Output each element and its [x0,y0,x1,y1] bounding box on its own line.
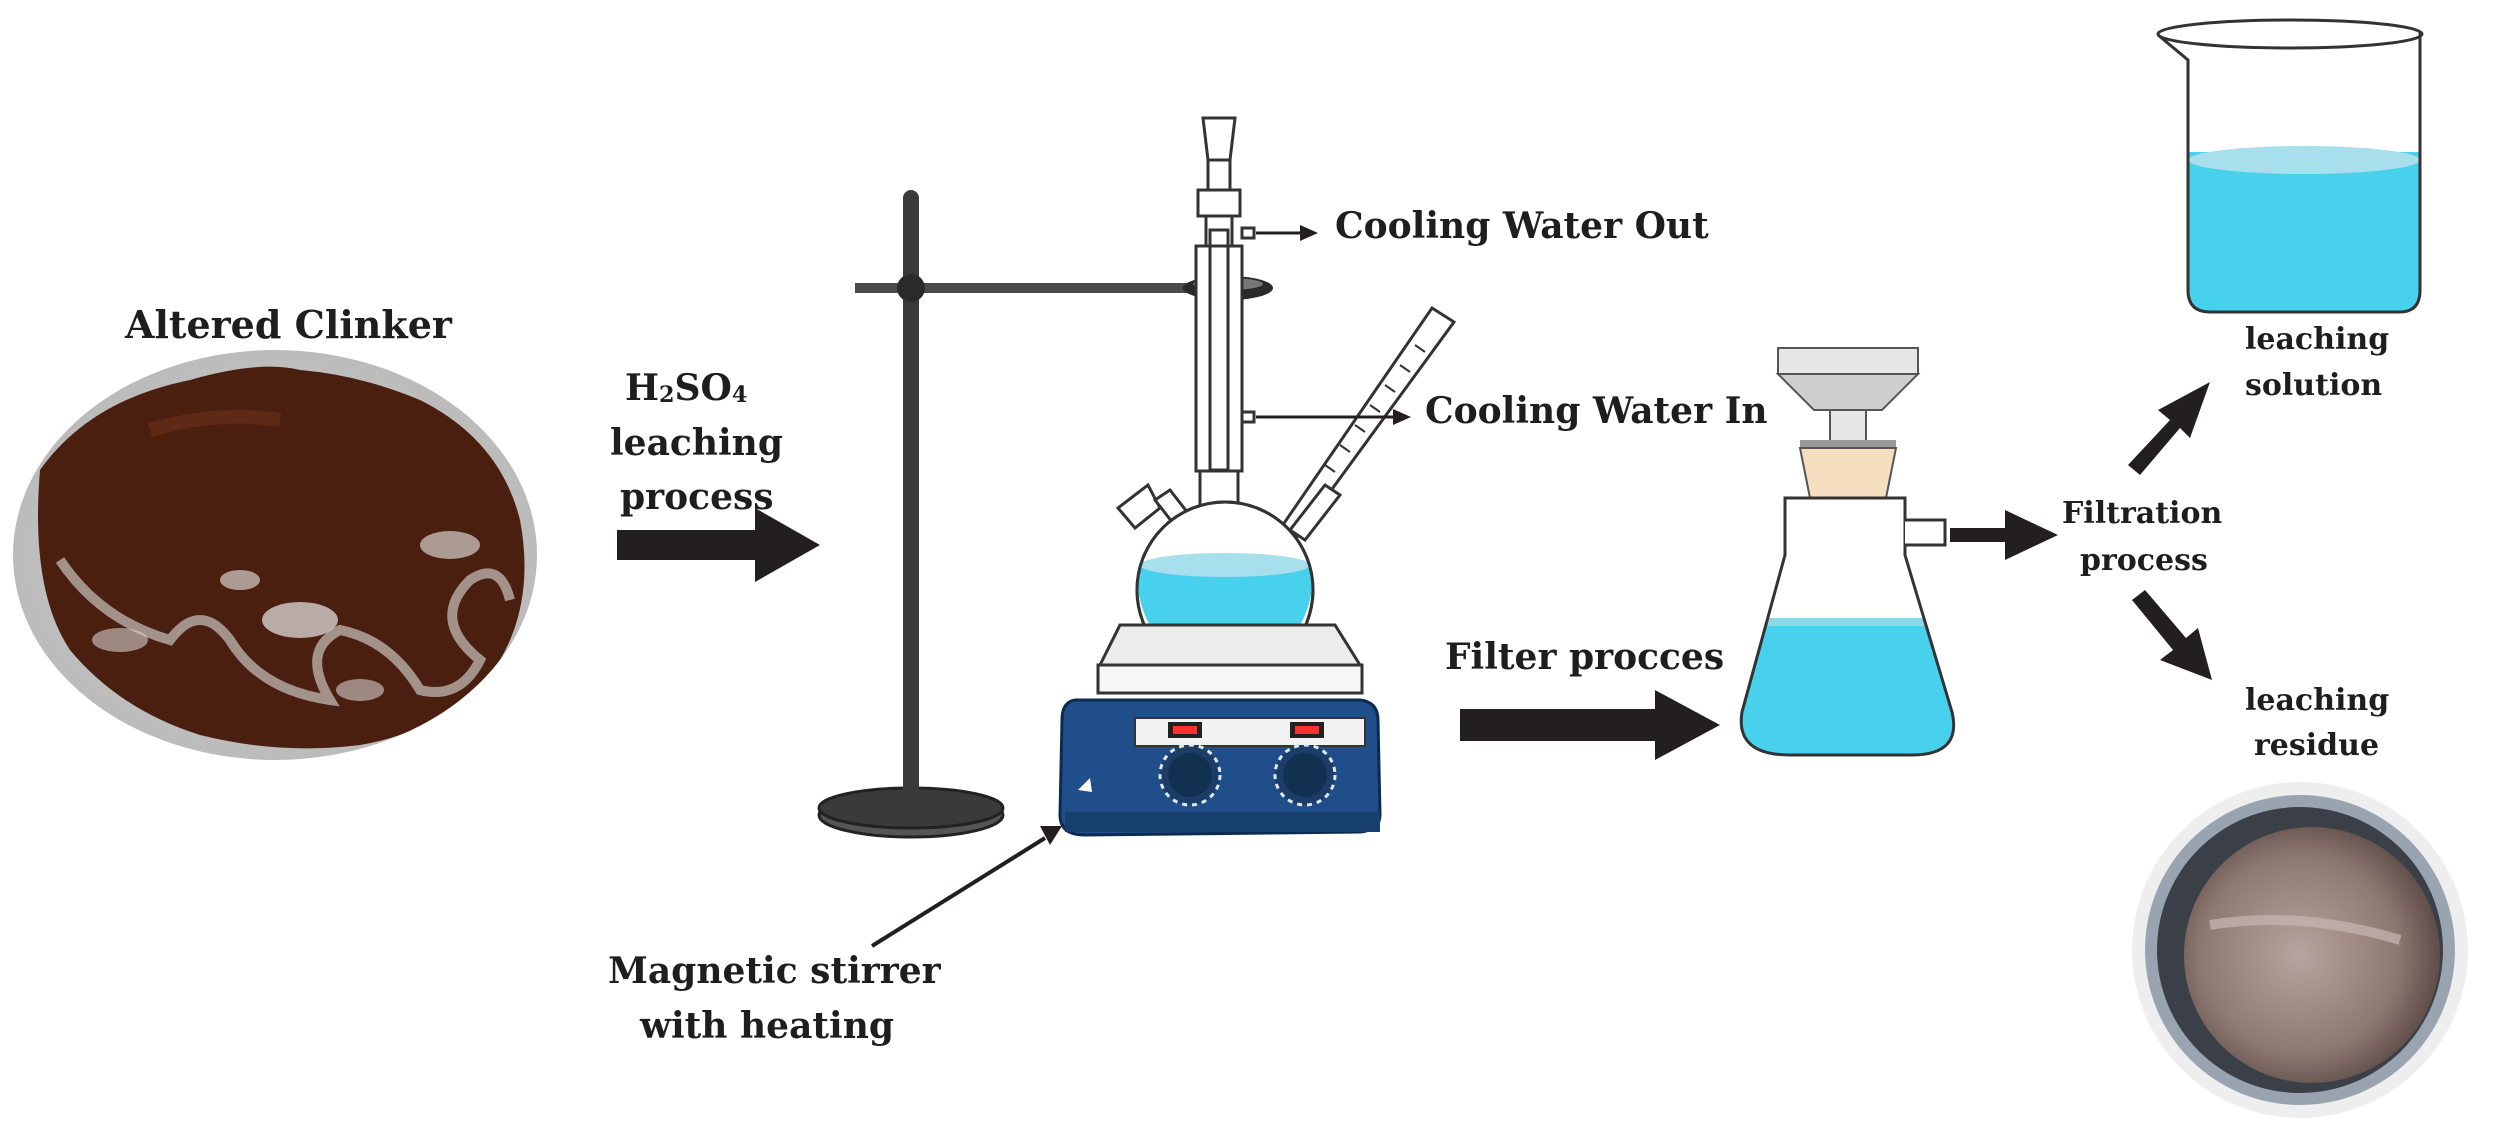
filtration-label-line1: Filtration [2062,496,2223,531]
beaker [2156,18,2424,314]
to-solution-arrow [2128,382,2210,475]
filter-process-arrow [1460,690,1720,760]
leaching-residue-label-line2: residue [2254,728,2380,763]
leaching-residue-photo [2132,782,2468,1118]
acid-formula-label: H2SO4 [625,367,747,410]
acid-formula-h: H [625,367,660,409]
buchner-funnel [1775,347,1921,509]
filter-process-label: Filter procces [1445,636,1725,678]
cooling-water-out-label: Cooling Water Out [1335,205,1709,247]
cooling-water-in-arrow [1256,409,1411,425]
acid-formula-so: SO [674,367,732,409]
magnetic-stirrer [1058,623,1382,837]
leaching-process-label-line2: process [620,476,774,518]
altered-clinker-label: Altered Clinker [125,302,452,347]
leaching-process-label-line1: leaching [610,422,784,464]
to-residue-arrow [2132,590,2212,680]
magnetic-stirrer-label-line1: Magnetic stirrer [608,950,941,992]
to-filtration-arrow [1950,510,2058,560]
leaching-solution-label-line2: solution [2245,368,2383,403]
magnetic-stirrer-pointer [870,826,1062,948]
cooling-water-out-arrow [1256,225,1318,241]
leaching-arrow [617,508,820,582]
leaching-residue-label-line1: leaching [2245,683,2390,718]
cooling-water-in-label: Cooling Water In [1425,390,1768,432]
acid-formula-h-subscript: 2 [659,382,675,409]
altered-clinker-photo [13,350,537,760]
filtration-label-line2: process [2080,543,2208,578]
acid-formula-o-subscript: 4 [731,382,748,409]
erlenmeyer-flask [1739,496,1956,757]
magnetic-stirrer-label-line2: with heating [640,1005,895,1047]
leaching-solution-label-line1: leaching [2245,322,2390,357]
reflux-condenser [1194,116,1256,508]
